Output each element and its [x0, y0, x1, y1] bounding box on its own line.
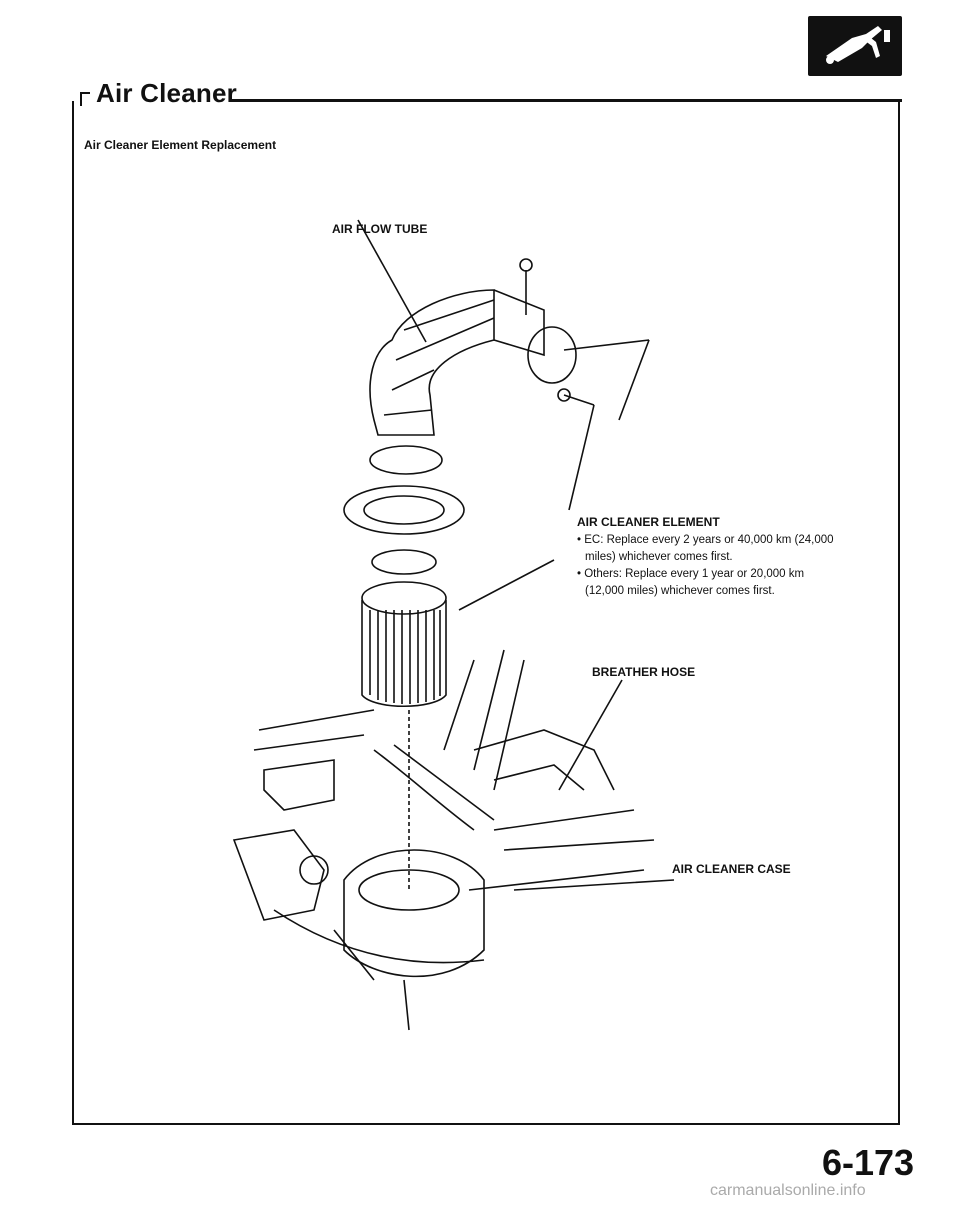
filter-element-top: [361, 581, 447, 615]
label-air-cleaner-case: AIR CLEANER CASE: [672, 862, 791, 876]
title-corner-tick: [80, 92, 90, 94]
title-corner-tick-vertical: [80, 92, 82, 106]
label-air-flow-tube: AIR FLOW TUBE: [332, 222, 428, 236]
seal-ring: [371, 549, 437, 575]
lower-clamp: [369, 445, 443, 475]
element-note-line-1: • EC: Replace every 2 years or 40,000 km…: [577, 534, 834, 546]
fuel-nozzle-icon: [808, 16, 902, 76]
fuel-nozzle-glyph: [826, 26, 890, 64]
page-number: 6-173: [822, 1142, 915, 1183]
title-rule: [232, 99, 902, 102]
air-flow-tube: [369, 289, 495, 436]
content-frame: [72, 101, 900, 1125]
label-breather-hose: BREATHER HOSE: [592, 665, 696, 679]
hose-clamp: [527, 326, 577, 384]
procedure-subtitle: Air Cleaner Element Replacement: [84, 138, 277, 152]
exploded-diagram: [232, 219, 675, 1031]
air-cleaner-case: [343, 849, 485, 978]
element-note-line-2: miles) whichever comes first.: [585, 551, 733, 563]
element-note-line-4: (12,000 miles) whichever comes first.: [585, 585, 775, 597]
label-air-cleaner-element: AIR CLEANER ELEMENT: [577, 515, 720, 529]
element-note-line-3: • Others: Replace every 1 year or 20,000…: [577, 568, 805, 580]
filter-element-body: [361, 600, 447, 708]
mounting-flange: [343, 485, 465, 535]
section-title: Air Cleaner: [96, 78, 237, 108]
watermark: carmanualsonline.info: [710, 1182, 866, 1199]
